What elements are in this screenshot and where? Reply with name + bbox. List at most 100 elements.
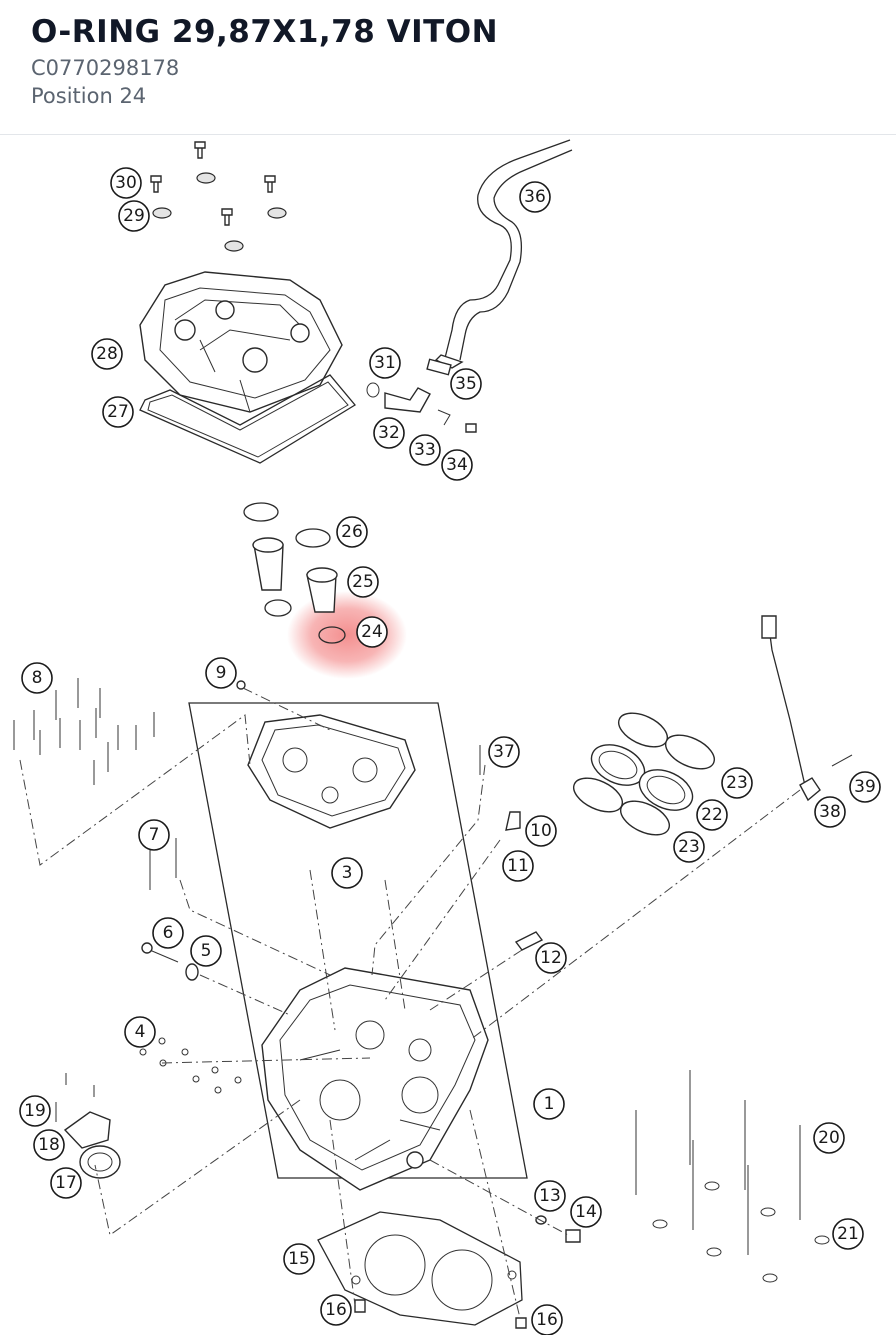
svg-text:29: 29 xyxy=(123,206,145,226)
callout-6[interactable]: 6 xyxy=(152,917,184,949)
callout-30[interactable]: 30 xyxy=(110,167,142,199)
assembly-frame xyxy=(188,702,528,1179)
callout-12[interactable]: 12 xyxy=(535,942,567,974)
spark-plug-tube-seals xyxy=(243,502,346,644)
page-header: O-RING 29,87X1,78 VITON C0770298178 Posi… xyxy=(0,0,896,135)
part-title: O-RING 29,87X1,78 VITON xyxy=(31,14,499,50)
callout-15[interactable]: 15 xyxy=(283,1243,315,1275)
callout-21[interactable]: 21 xyxy=(832,1218,864,1250)
callout-13[interactable]: 13 xyxy=(534,1180,566,1212)
callout-22[interactable]: 22 xyxy=(696,799,728,831)
svg-text:23: 23 xyxy=(726,773,748,793)
dowel-16a xyxy=(354,1299,366,1313)
svg-text:28: 28 xyxy=(96,344,118,364)
callout-4[interactable]: 4 xyxy=(124,1016,156,1048)
sensors xyxy=(479,745,544,951)
callout-14[interactable]: 14 xyxy=(570,1196,602,1228)
callout-33[interactable]: 33 xyxy=(409,434,441,466)
callout-39[interactable]: 39 xyxy=(849,771,881,803)
callout-17[interactable]: 17 xyxy=(50,1167,82,1199)
svg-text:35: 35 xyxy=(455,374,477,394)
thermostat-housing xyxy=(55,1073,121,1179)
dowel-9 xyxy=(236,680,246,690)
callout-27[interactable]: 27 xyxy=(102,396,134,428)
callout-29[interactable]: 29 xyxy=(118,200,150,232)
svg-text:18: 18 xyxy=(38,1135,60,1155)
svg-text:38: 38 xyxy=(819,802,841,822)
svg-text:36: 36 xyxy=(524,187,546,207)
dowel-16b xyxy=(515,1317,527,1329)
svg-text:19: 19 xyxy=(24,1101,46,1121)
svg-text:3: 3 xyxy=(342,863,353,883)
svg-text:6: 6 xyxy=(163,923,174,943)
svg-text:30: 30 xyxy=(115,173,137,193)
svg-text:39: 39 xyxy=(854,777,876,797)
breather-fitting xyxy=(366,382,477,433)
leader-lines xyxy=(19,687,801,1319)
valve-cover-bolts xyxy=(150,141,287,252)
svg-text:11: 11 xyxy=(507,856,529,876)
svg-text:31: 31 xyxy=(374,353,396,373)
svg-text:37: 37 xyxy=(493,742,515,762)
svg-text:17: 17 xyxy=(55,1173,77,1193)
callout-16a[interactable]: 16 xyxy=(320,1294,352,1326)
svg-text:33: 33 xyxy=(414,440,436,460)
callout-24[interactable]: 24 xyxy=(356,616,388,648)
callout-7[interactable]: 7 xyxy=(138,819,170,851)
callout-37[interactable]: 37 xyxy=(488,736,520,768)
svg-text:1: 1 xyxy=(544,1094,555,1114)
callout-3[interactable]: 3 xyxy=(331,857,363,889)
callout-19[interactable]: 19 xyxy=(19,1095,51,1127)
callout-34[interactable]: 34 xyxy=(441,449,473,481)
callout-10[interactable]: 10 xyxy=(525,815,557,847)
svg-text:24: 24 xyxy=(361,622,383,642)
callout-1[interactable]: 1 xyxy=(533,1088,565,1120)
svg-text:16: 16 xyxy=(536,1310,558,1330)
svg-text:5: 5 xyxy=(201,941,212,961)
callout-18[interactable]: 18 xyxy=(33,1129,65,1161)
svg-text:12: 12 xyxy=(540,948,562,968)
callout-23b[interactable]: 23 xyxy=(673,831,705,863)
svg-text:22: 22 xyxy=(701,805,723,825)
svg-text:34: 34 xyxy=(446,455,468,475)
callout-35[interactable]: 35 xyxy=(450,368,482,400)
callouts: 1 3 4 5 6 7 8 9 10 11 12 13 14 15 16 16 … xyxy=(19,167,881,1335)
callout-20[interactable]: 20 xyxy=(813,1122,845,1154)
svg-text:16: 16 xyxy=(325,1300,347,1320)
long-bolts-20 xyxy=(635,1070,830,1283)
callout-9[interactable]: 9 xyxy=(205,657,237,689)
camshaft-carrier xyxy=(247,714,416,829)
callout-5[interactable]: 5 xyxy=(190,935,222,967)
svg-text:7: 7 xyxy=(149,825,160,845)
callout-16b[interactable]: 16 xyxy=(531,1304,563,1335)
cylinder-head-bolts-8 xyxy=(13,678,155,785)
highlight-glow xyxy=(287,591,407,679)
callout-36[interactable]: 36 xyxy=(519,181,551,213)
svg-text:10: 10 xyxy=(530,821,552,841)
part-number: C0770298178 xyxy=(31,56,180,80)
callout-32[interactable]: 32 xyxy=(373,417,405,449)
svg-text:27: 27 xyxy=(107,402,129,422)
svg-text:23: 23 xyxy=(678,837,700,857)
svg-text:15: 15 xyxy=(288,1249,310,1269)
svg-text:9: 9 xyxy=(216,663,227,683)
o-ring-24 xyxy=(318,626,346,644)
callout-23a[interactable]: 23 xyxy=(721,767,753,799)
svg-text:20: 20 xyxy=(818,1128,840,1148)
svg-text:32: 32 xyxy=(378,423,400,443)
callout-11[interactable]: 11 xyxy=(502,850,534,882)
callout-31[interactable]: 31 xyxy=(369,347,401,379)
callout-38[interactable]: 38 xyxy=(814,796,846,828)
callout-8[interactable]: 8 xyxy=(21,662,53,694)
cylinder-head xyxy=(261,967,489,1191)
callout-26[interactable]: 26 xyxy=(336,516,368,548)
sensor-with-cable xyxy=(761,615,853,802)
callout-25[interactable]: 25 xyxy=(347,566,379,598)
callout-28[interactable]: 28 xyxy=(91,338,123,370)
breather-hose xyxy=(434,139,573,369)
svg-text:4: 4 xyxy=(135,1022,146,1042)
svg-text:21: 21 xyxy=(837,1224,859,1244)
small-fasteners xyxy=(139,838,242,1094)
svg-text:14: 14 xyxy=(575,1202,597,1222)
